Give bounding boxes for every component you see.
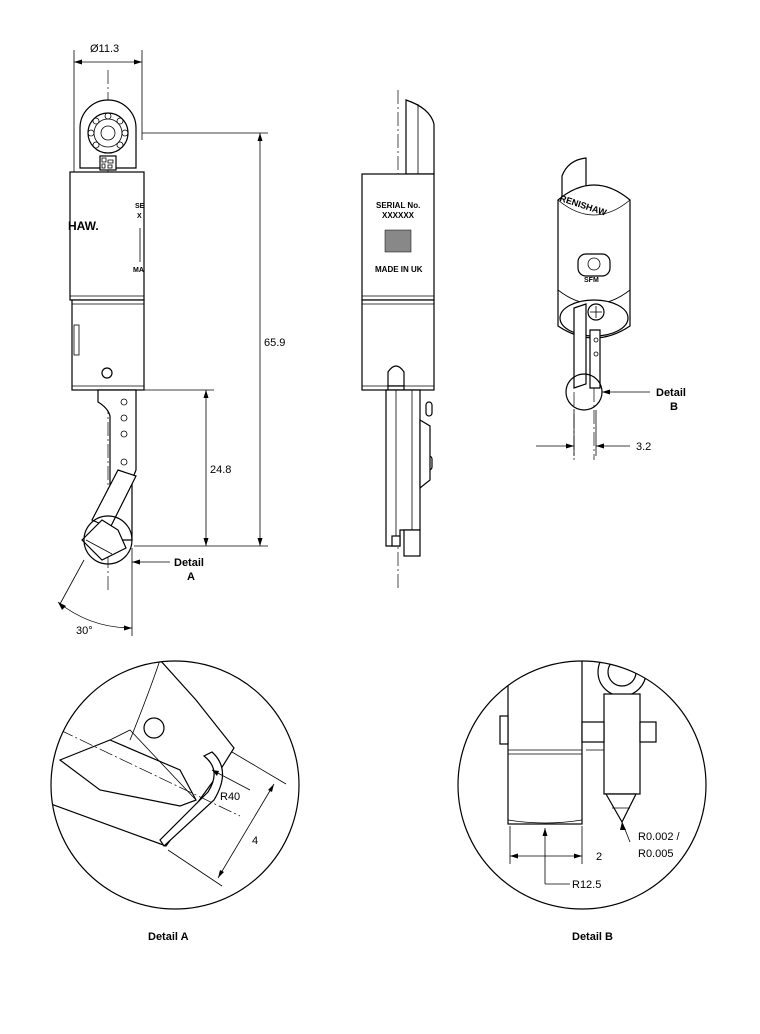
detail-a: R40 4 Detail A xyxy=(50,660,300,943)
overall-length-label: 65.9 xyxy=(264,337,285,349)
made-in-label: MADE IN UK xyxy=(375,265,423,274)
detail-b-callout-letter: B xyxy=(670,401,678,413)
width-b-label: 2 xyxy=(596,851,602,863)
detail-b-callout-word: Detail xyxy=(656,387,686,399)
detail-a-callout-letter: A xyxy=(187,571,195,583)
serial-label: SERIAL No. xyxy=(376,201,420,210)
isometric-view: RENISHAW SFM Detail B 3.2 xyxy=(536,157,686,460)
detail-a-caption: Detail A xyxy=(148,931,189,943)
tip-length-label: 24.8 xyxy=(210,464,231,476)
length-a-label: 4 xyxy=(252,835,258,847)
tip-radius-label-1: R0.002 / xyxy=(638,831,681,843)
detail-a-callout-word: Detail xyxy=(174,557,204,569)
detail-b: R0.002 / R0.005 2 R12.5 Detail B xyxy=(457,660,707,943)
brand-partial: HAW. xyxy=(68,219,99,233)
side-marking-x: X xyxy=(137,213,142,220)
side-marking-se: SE xyxy=(135,203,145,210)
radius-a-label: R40 xyxy=(220,791,240,803)
serial-value: XXXXXX xyxy=(382,211,415,220)
detail-b-caption: Detail B xyxy=(572,931,613,943)
angle-label: 30° xyxy=(76,625,93,637)
sfm-badge: SFM xyxy=(584,277,599,284)
offset-label: 3.2 xyxy=(636,441,651,453)
diameter-label: Ø11.3 xyxy=(90,43,119,55)
side-marking-ma: MA xyxy=(133,267,144,274)
tip-radius-label-2: R0.005 xyxy=(638,848,673,860)
side-view: SERIAL No. XXXXXX MADE IN UK xyxy=(361,90,435,590)
datamatrix-code xyxy=(384,229,412,253)
front-view: Ø11.3 HAW. SE X MA xyxy=(57,43,285,637)
radius-b-label: R12.5 xyxy=(572,879,601,891)
